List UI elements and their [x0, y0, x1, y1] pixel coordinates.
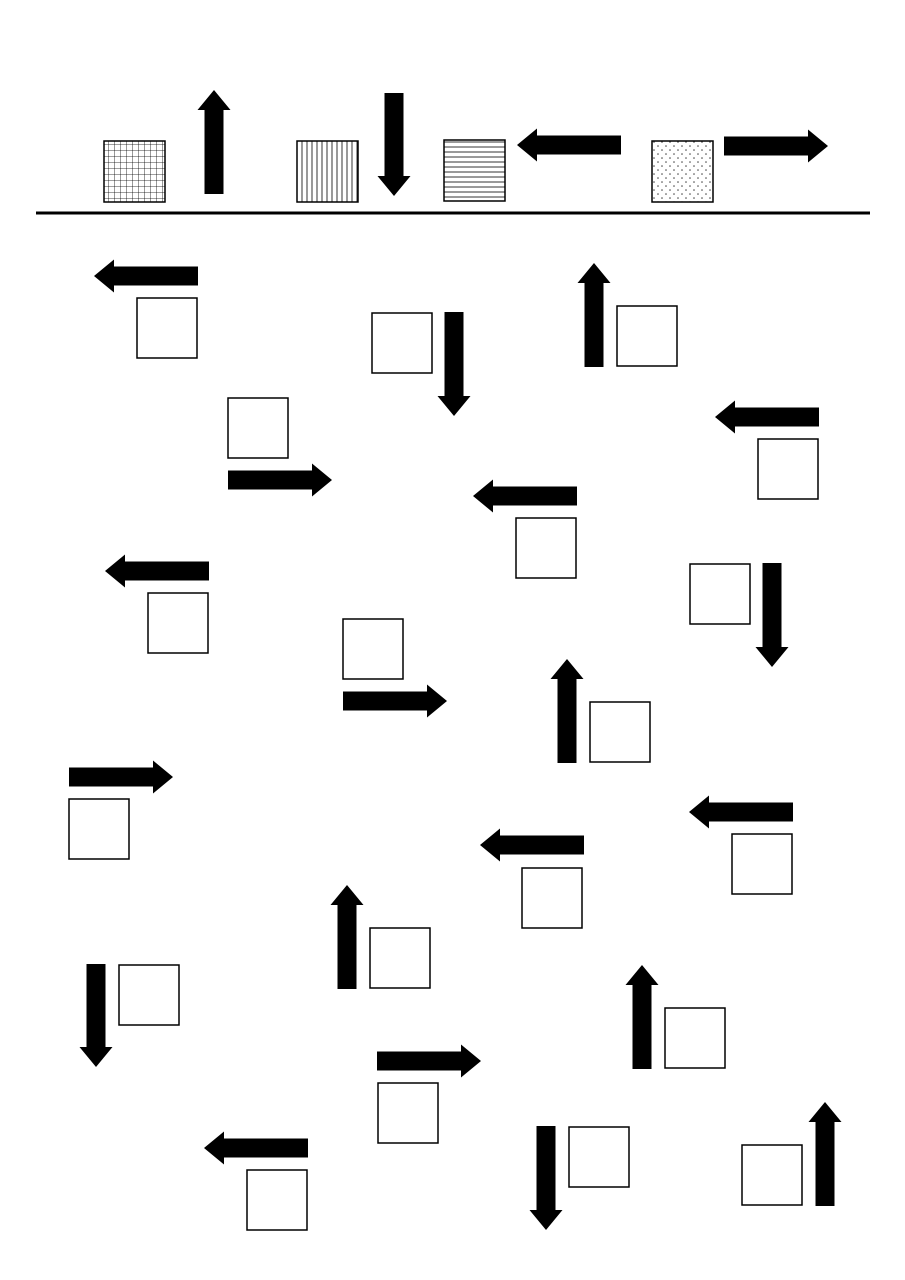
answer-box[interactable] — [731, 833, 793, 895]
arrow-right-icon — [228, 463, 332, 497]
worksheet-item — [204, 1131, 308, 1231]
arrow-right-icon — [69, 760, 173, 794]
legend-key — [103, 90, 231, 203]
legend-key — [651, 129, 828, 203]
worksheet-item — [105, 554, 209, 654]
legend-dots-swatch — [651, 140, 714, 203]
answer-box[interactable] — [741, 1144, 803, 1206]
answer-box[interactable] — [68, 798, 130, 860]
worksheet-item — [330, 885, 431, 989]
worksheet-item — [577, 263, 678, 367]
worksheet-item — [94, 259, 198, 359]
answer-box[interactable] — [118, 964, 180, 1026]
arrow-up-icon — [197, 90, 231, 194]
legend — [103, 90, 828, 203]
answer-box[interactable] — [377, 1082, 439, 1144]
worksheet-item — [342, 618, 447, 718]
arrow-left-icon — [94, 259, 198, 293]
answer-box[interactable] — [136, 297, 198, 359]
worksheet-item — [689, 795, 793, 895]
worksheet-item — [550, 659, 651, 763]
arrow-left-icon — [517, 128, 621, 162]
arrow-left-icon — [473, 479, 577, 513]
answer-box[interactable] — [515, 517, 577, 579]
worksheet-item — [377, 1044, 481, 1144]
worksheet-item — [68, 760, 173, 860]
answer-box[interactable] — [147, 592, 209, 654]
legend-grid-swatch — [103, 140, 166, 203]
answer-box[interactable] — [616, 305, 678, 367]
answer-box[interactable] — [664, 1007, 726, 1069]
arrow-down-icon — [79, 964, 113, 1067]
answer-box[interactable] — [342, 618, 404, 680]
legend-vertical-lines-swatch — [296, 140, 359, 203]
worksheet-item — [625, 965, 726, 1069]
arrow-down-icon — [377, 93, 411, 196]
arrow-up-icon — [550, 659, 584, 763]
answer-box[interactable] — [246, 1169, 308, 1231]
arrow-up-icon — [808, 1102, 842, 1206]
worksheet-item — [741, 1102, 842, 1206]
worksheet-item — [480, 828, 584, 929]
arrow-right-icon — [343, 684, 447, 718]
worksheet-item — [473, 479, 577, 579]
answer-box[interactable] — [371, 312, 433, 374]
legend-key — [296, 93, 411, 203]
worksheet-item — [715, 400, 819, 500]
arrow-left-icon — [715, 400, 819, 434]
arrow-left-icon — [689, 795, 793, 829]
answer-box[interactable] — [689, 563, 751, 625]
worksheet-item — [529, 1126, 630, 1230]
worksheet-item — [371, 312, 471, 416]
arrow-left-icon — [105, 554, 209, 588]
answer-box[interactable] — [757, 438, 819, 500]
arrow-down-icon — [755, 563, 789, 667]
arrow-up-icon — [577, 263, 611, 367]
arrow-up-icon — [625, 965, 659, 1069]
worksheet-item — [689, 563, 789, 667]
arrow-right-icon — [724, 129, 828, 163]
answer-box[interactable] — [589, 701, 651, 763]
answer-box[interactable] — [568, 1126, 630, 1188]
arrow-down-icon — [437, 312, 471, 416]
arrow-left-icon — [204, 1131, 308, 1165]
worksheet-item — [227, 397, 332, 497]
legend-horizontal-lines-swatch — [443, 139, 506, 202]
worksheet-item — [79, 964, 180, 1067]
answer-box[interactable] — [521, 867, 583, 929]
arrow-down-icon — [529, 1126, 563, 1230]
answer-box[interactable] — [227, 397, 289, 459]
arrow-right-icon — [377, 1044, 481, 1078]
legend-key — [443, 128, 621, 202]
arrow-left-icon — [480, 828, 584, 862]
arrow-up-icon — [330, 885, 364, 989]
answer-box[interactable] — [369, 927, 431, 989]
answer-grid — [68, 259, 842, 1231]
